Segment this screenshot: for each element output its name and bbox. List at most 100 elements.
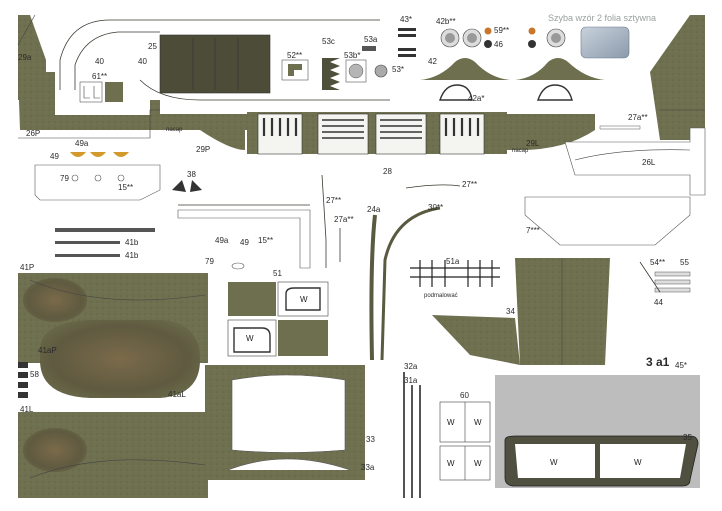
part-scale: 3 a1 45* [646, 355, 687, 370]
part-right-top-strip [650, 15, 705, 140]
glass-caption: Szyba wzór 2 folia sztywna [548, 13, 656, 23]
part-27: 27** 27** 27a** [321, 174, 477, 268]
label-27: 27** [462, 180, 477, 189]
part-49a-left: 49a 49 [50, 139, 129, 161]
label-38: 38 [187, 170, 196, 179]
label-46: 46 [494, 40, 503, 49]
part-34: 34 [432, 258, 610, 365]
label-53b: 53b* [344, 51, 360, 60]
label-24a: 24a [367, 205, 381, 214]
label-29P: 29P [196, 145, 210, 154]
part-51: W W 51 [227, 269, 329, 357]
label-31a: 31a [404, 376, 418, 385]
part-15-frame: 49a 49 15** 79 [177, 204, 311, 270]
label-40b: 40 [138, 57, 147, 66]
note-nacap-2: nacap [512, 148, 529, 154]
label-41aP: 41aP [38, 346, 57, 355]
label-40a: 40 [95, 57, 104, 66]
label-45: 45* [675, 361, 687, 370]
part-52: 52** [281, 51, 309, 81]
part-42: 42 [420, 57, 605, 80]
label-41b-1: 41b [125, 238, 139, 247]
label-34: 34 [506, 307, 515, 316]
label-15-2: 15** [258, 236, 273, 245]
window-letter-60b: W [474, 418, 482, 427]
label-51: 51 [273, 269, 282, 278]
part-53c: 53c [322, 37, 340, 90]
part-30: 30** [380, 203, 443, 361]
part-glass: Szyba wzór 2 folia sztywna [548, 13, 656, 59]
label-7: 7*** [526, 226, 540, 235]
part-7: 7*** [524, 196, 691, 246]
label-49a: 49a [75, 139, 89, 148]
label-28: 28 [383, 167, 392, 176]
part-40: 40 40 [59, 19, 390, 101]
label-59: 59** [494, 26, 509, 35]
part-42b: 42b** [436, 17, 482, 48]
part-lamps-right [528, 27, 566, 48]
label-25: 25 [148, 42, 157, 51]
part-43: 43* [398, 15, 416, 57]
label-52: 52** [287, 51, 302, 60]
part-53a: 53a [362, 35, 378, 51]
label-41aL: 41aL [168, 390, 186, 399]
label-53c: 53c [322, 37, 335, 46]
part-28-vents: 28 [257, 113, 485, 176]
label-26P: 26P [26, 129, 40, 138]
label-79-2: 79 [205, 257, 214, 266]
window-letter-35b: W [634, 458, 642, 467]
part-58: 58 [18, 362, 39, 398]
part-35: W W 35 [495, 375, 700, 488]
label-54: 54** [650, 258, 665, 267]
label-79: 79 [60, 174, 69, 183]
window-letter-35a: W [550, 458, 558, 467]
part-33: 33 33a [205, 365, 375, 480]
part-54-55-44: 54** 55 44 [639, 258, 691, 307]
part-25: 25 [148, 34, 271, 94]
window-letter-60c: W [447, 459, 455, 468]
label-49a-2: 49a [215, 236, 229, 245]
label-26L: 26L [642, 158, 656, 167]
label-55: 55 [680, 258, 689, 267]
label-27b: 27** [326, 196, 341, 205]
window-letter-51a: W [300, 295, 308, 304]
label-30: 30** [428, 203, 443, 212]
part-79-box: 79 15** [34, 164, 161, 201]
label-27a: 27a** [628, 113, 648, 122]
label-53a: 53a [364, 35, 378, 44]
note-nacap-1: nacap [166, 127, 183, 133]
label-35: 35 [683, 433, 692, 442]
label-33: 33 [366, 435, 375, 444]
part-61: 61** [79, 72, 123, 103]
part-46: 46 [484, 40, 503, 49]
part-41aP: 41aP [38, 320, 200, 398]
part-26L: 26L 27a** [564, 113, 706, 196]
part-53b: 53b* [344, 51, 367, 83]
label-53: 53* [392, 65, 404, 74]
label-15: 15** [118, 183, 133, 192]
label-51a: 51a [446, 257, 460, 266]
part-41L: 41L [18, 405, 208, 498]
window-letter-60d: W [474, 459, 482, 468]
scale-mark: 3 a1 [646, 355, 670, 369]
window-letter-60a: W [447, 418, 455, 427]
part-32a-31a: 32a 31a [403, 362, 421, 498]
label-32a: 32a [404, 362, 418, 371]
label-41L: 41L [20, 405, 34, 414]
label-42b: 42b** [436, 17, 456, 26]
part-53: 53* [374, 64, 404, 78]
label-41P: 41P [20, 263, 34, 272]
label-42: 42 [428, 57, 437, 66]
label-61: 61** [92, 72, 107, 81]
label-27a2: 27a** [334, 215, 354, 224]
part-41b: 41b 41b [55, 228, 155, 260]
label-44: 44 [654, 298, 663, 307]
window-letter-51b: W [246, 334, 254, 343]
label-60: 60 [460, 391, 469, 400]
part-60: W W W W 60 [439, 391, 491, 481]
label-49-2: 49 [240, 238, 249, 247]
label-58: 58 [30, 370, 39, 379]
part-26P: 26P [18, 72, 160, 139]
label-29L: 29L [526, 139, 540, 148]
